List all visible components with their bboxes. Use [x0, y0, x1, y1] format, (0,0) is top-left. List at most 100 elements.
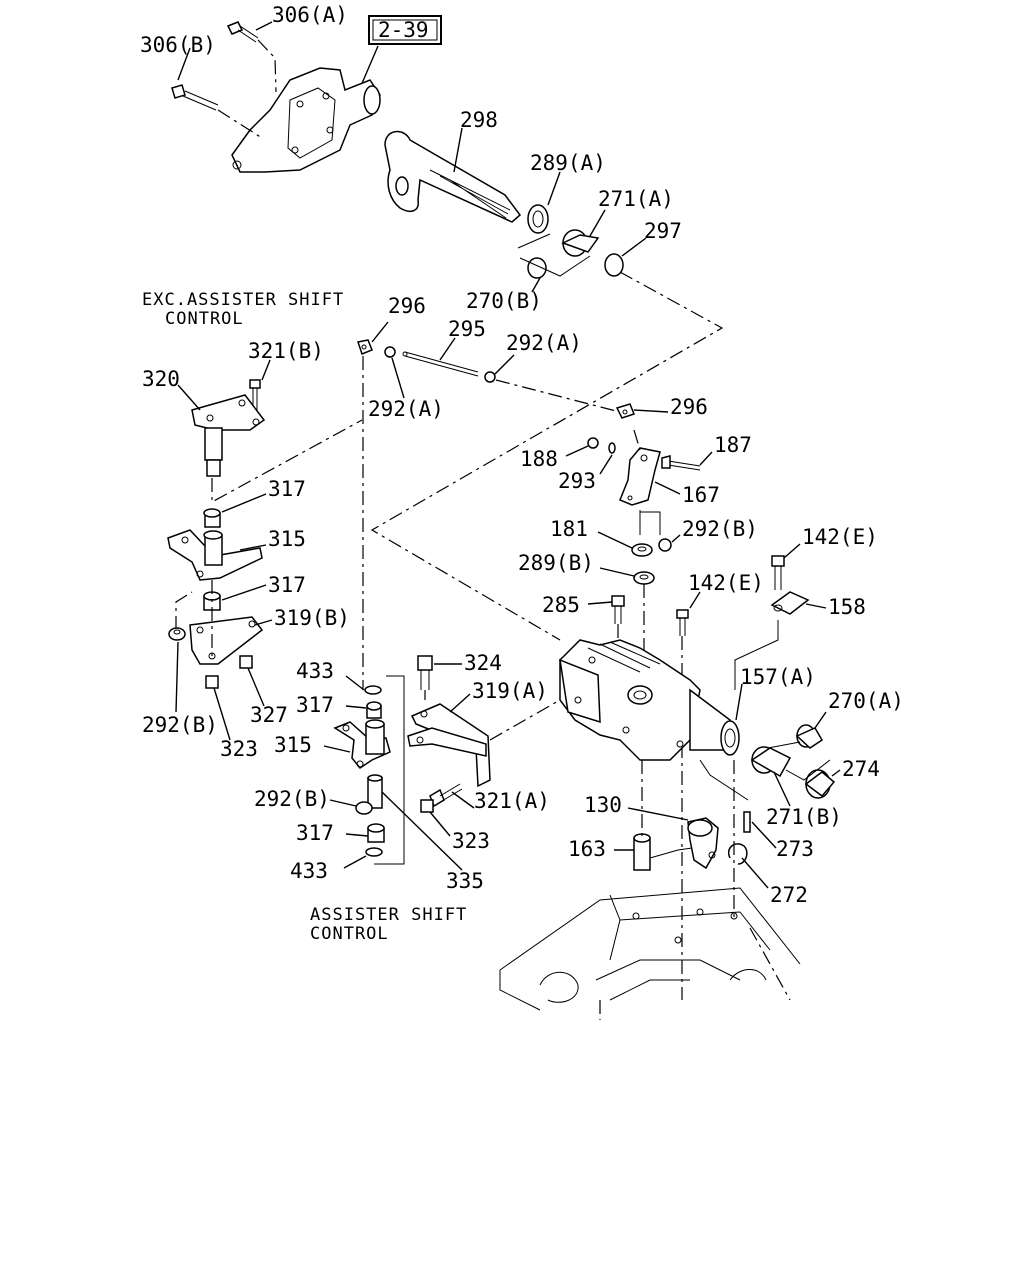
rod-end-296-mid-icon[interactable]	[615, 403, 635, 419]
ring-297-icon[interactable]	[604, 253, 624, 277]
label-320: 320	[142, 367, 180, 391]
label-157a: 157(A)	[740, 665, 816, 689]
transmission-housing	[231, 67, 381, 173]
label-317-b: 317	[268, 573, 306, 597]
bushing-317d-icon[interactable]	[367, 823, 385, 843]
rod-end-296-top-icon[interactable]	[357, 339, 373, 355]
label-285: 285	[542, 593, 580, 617]
seal-289b-icon[interactable]	[633, 571, 655, 585]
bolt-142e-top-icon[interactable]	[771, 555, 785, 590]
oring-433-bottom-icon[interactable]	[365, 847, 383, 857]
reference-box[interactable]: 2-39	[368, 15, 442, 45]
pin-163-icon[interactable]	[633, 833, 693, 871]
label-319b: 319(B)	[274, 606, 350, 630]
label-292a-left: 292(A)	[368, 397, 444, 421]
label-272: 272	[770, 883, 808, 907]
note-exc-assister-line1: EXC.ASSISTER SHIFT	[142, 290, 344, 310]
label-327: 327	[250, 703, 288, 727]
label-130: 130	[584, 793, 622, 817]
shift-shaft-298[interactable]	[384, 130, 522, 223]
label-289b: 289(B)	[518, 551, 594, 575]
label-324: 324	[464, 651, 502, 675]
bushing-271a-icon[interactable]	[561, 229, 600, 257]
label-297: 297	[644, 219, 682, 243]
lever-167[interactable]	[619, 447, 661, 506]
label-142e-a: 142(E)	[802, 525, 878, 549]
label-187: 187	[714, 433, 752, 457]
label-306a: 306(A)	[272, 3, 348, 27]
pad-158-icon[interactable]	[770, 591, 810, 615]
nut-327-icon[interactable]	[239, 655, 253, 669]
oring-433-top-icon[interactable]	[364, 685, 382, 695]
nut-292b-right-icon[interactable]	[658, 538, 672, 552]
label-296-top: 296	[388, 294, 426, 318]
label-163: 163	[568, 837, 606, 861]
label-292b-left: 292(B)	[142, 713, 218, 737]
label-158: 158	[828, 595, 866, 619]
bolt-321b-icon[interactable]	[249, 379, 261, 412]
spacer-335[interactable]	[367, 774, 383, 809]
washer-293-icon[interactable]	[608, 442, 616, 454]
label-319a: 319(A)	[472, 679, 548, 703]
label-315-b: 315	[274, 733, 312, 757]
label-292b-low: 292(B)	[254, 787, 330, 811]
label-270b: 270(B)	[466, 289, 542, 313]
lever-315b[interactable]	[333, 719, 391, 770]
bolt-324-icon[interactable]	[417, 655, 433, 690]
label-296-mid: 296	[670, 395, 708, 419]
nut-292a-left-icon[interactable]	[384, 346, 396, 358]
bolt-285-icon[interactable]	[611, 595, 625, 624]
lever-315a[interactable]	[167, 529, 263, 581]
label-289a: 289(A)	[530, 151, 606, 175]
label-271b: 271(B)	[766, 805, 842, 829]
label-167: 167	[682, 483, 720, 507]
label-317-c: 317	[296, 693, 334, 717]
washer-181-icon[interactable]	[631, 543, 653, 557]
label-433-b: 433	[290, 859, 328, 883]
label-292b-right: 292(B)	[682, 517, 758, 541]
label-181: 181	[550, 517, 588, 541]
bolt-306b-icon[interactable]	[171, 84, 219, 111]
bolt-187-icon[interactable]	[661, 455, 701, 471]
pin-273-icon[interactable]	[743, 811, 751, 833]
label-188: 188	[520, 447, 558, 471]
rod-295[interactable]	[402, 351, 479, 377]
label-317-a: 317	[268, 477, 306, 501]
nut-323b-icon[interactable]	[420, 799, 434, 813]
nut-188-icon[interactable]	[587, 437, 599, 449]
bushing-317a-icon[interactable]	[203, 508, 221, 528]
bushing-317c-icon[interactable]	[366, 701, 382, 719]
shift-housing	[559, 639, 740, 761]
bolt-142e-mid-icon[interactable]	[676, 609, 689, 636]
label-315-a: 315	[268, 527, 306, 551]
note-assister-line1: ASSISTER SHIFT	[310, 905, 467, 925]
shift-block-130[interactable]	[687, 817, 719, 870]
label-273: 273	[776, 837, 814, 861]
bolt-306a-icon[interactable]	[226, 21, 259, 43]
nut-292b-low-icon[interactable]	[355, 801, 373, 815]
label-317-d: 317	[296, 821, 334, 845]
cap-274-icon[interactable]	[804, 769, 836, 799]
label-323-a: 323	[220, 737, 258, 761]
label-335: 335	[446, 869, 484, 893]
bushing-270a-icon[interactable]	[795, 724, 824, 749]
bracket-319a[interactable]	[407, 703, 491, 788]
label-306b: 306(B)	[140, 33, 216, 57]
plate-319b[interactable]	[189, 616, 264, 665]
nut-292a-right-icon[interactable]	[484, 371, 496, 383]
note-assister-line2: CONTROL	[310, 924, 389, 944]
svg-text:2-39: 2-39	[378, 18, 429, 42]
bracket-320[interactable]	[191, 394, 266, 477]
label-293: 293	[558, 469, 596, 493]
label-274: 274	[842, 757, 880, 781]
nut-292b-left-icon[interactable]	[168, 627, 186, 641]
bushing-270b-icon[interactable]	[527, 257, 547, 279]
seal-289a-icon[interactable]	[527, 204, 549, 234]
label-271a: 271(A)	[598, 187, 674, 211]
label-295: 295	[448, 317, 486, 341]
note-exc-assister-line2: CONTROL	[165, 309, 244, 329]
nut-323a-icon[interactable]	[205, 675, 219, 689]
bushing-271b-icon[interactable]	[750, 746, 792, 778]
label-433-a: 433	[296, 659, 334, 683]
